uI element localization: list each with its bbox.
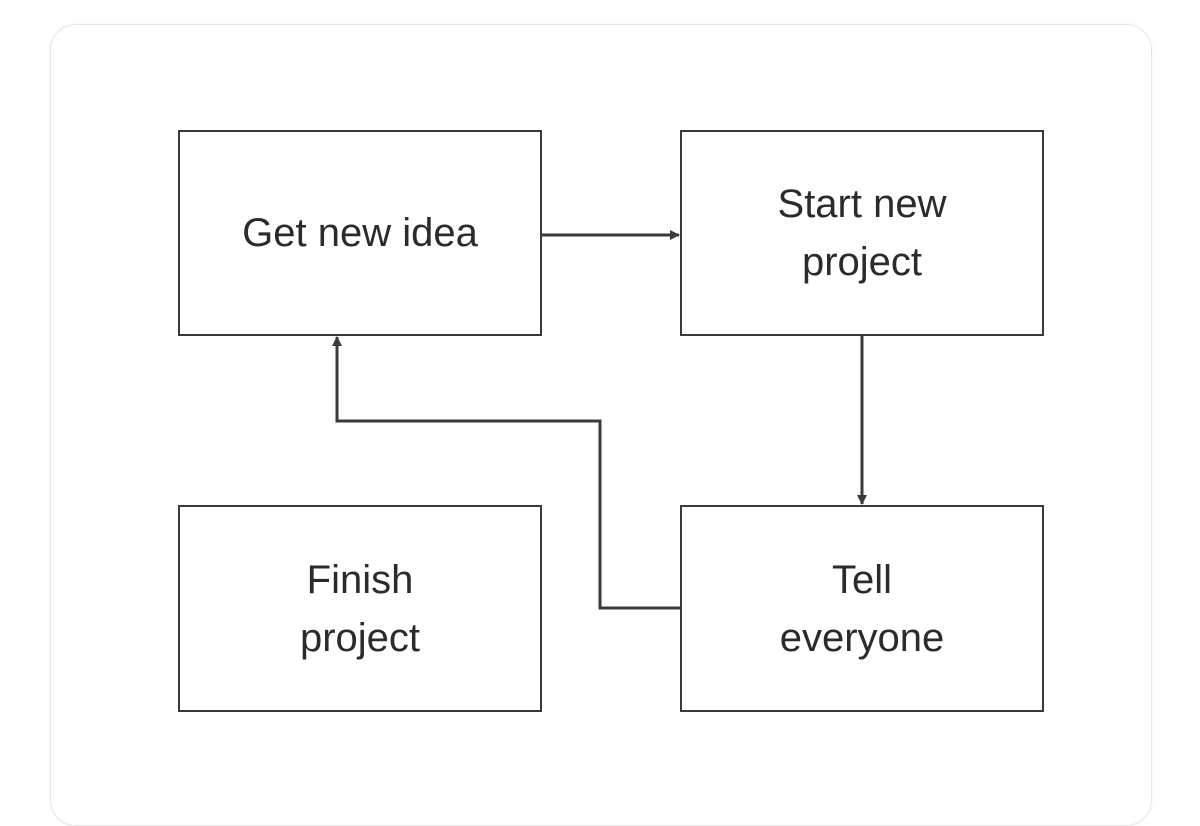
node-label: Start new project [777, 182, 947, 284]
node-label: Get new idea [242, 211, 478, 255]
node-get-new-idea: Get new idea [178, 130, 542, 336]
node-tell-everyone: Tell everyone [680, 505, 1044, 712]
node-start-new-project: Start new project [680, 130, 1044, 336]
node-finish-project: Finish project [178, 505, 542, 712]
node-label: Tell everyone [779, 557, 945, 660]
node-label: Finish project [299, 557, 421, 660]
